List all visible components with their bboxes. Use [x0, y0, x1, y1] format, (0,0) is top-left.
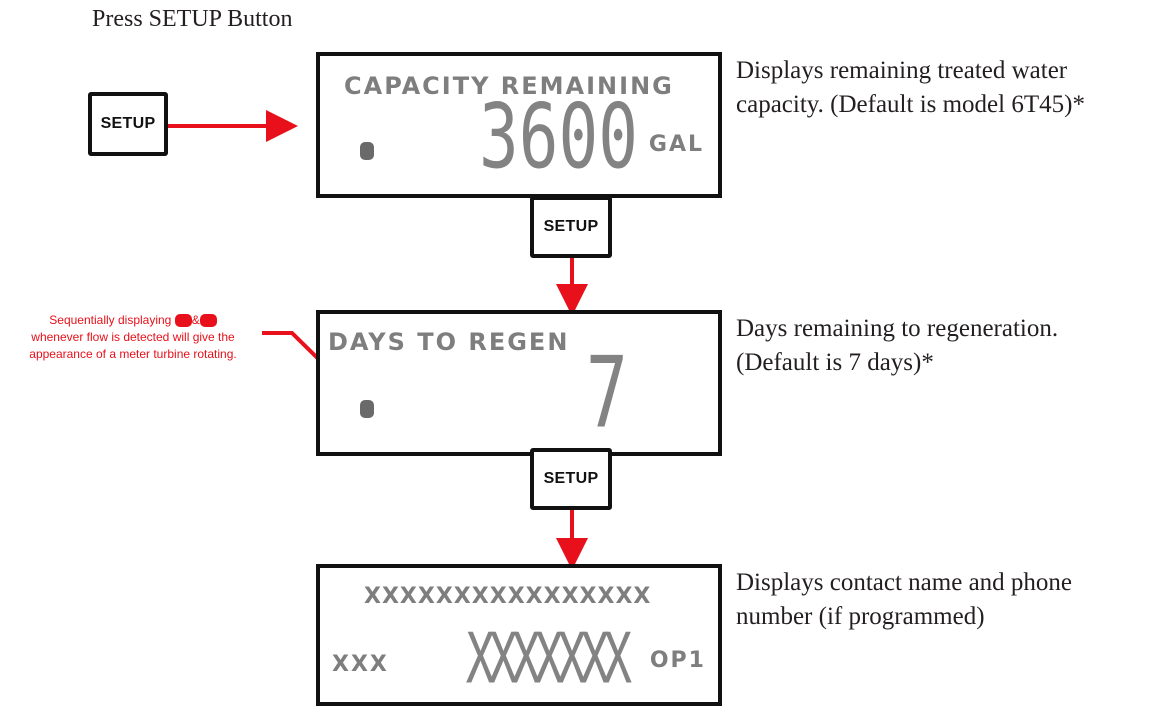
red-segment-icon [199, 314, 217, 328]
setup-button[interactable]: SETUP [530, 196, 612, 258]
lcd-left-text: XXX [332, 652, 389, 677]
lcd-value: 7 [585, 335, 628, 451]
turbine-animation-note: Sequentially displaying & whenever flow … [29, 313, 237, 361]
red-segment-icon [174, 314, 192, 328]
description-contact: Displays contact name and phone number (… [736, 569, 1073, 630]
lcd-top-line: DAYS TO REGEN [328, 328, 570, 356]
setup-button[interactable]: SETUP [530, 448, 612, 510]
lcd-value: 3600 [479, 84, 638, 189]
lcd-screen-capacity: CAPACITY REMAINING 3600 GAL [316, 52, 722, 198]
lcd-top-line: CAPACITY REMAINING [344, 72, 674, 100]
setup-button[interactable]: SETUP [88, 92, 168, 156]
lcd-unit: GAL [648, 132, 704, 157]
lcd-value: XXXXXXX [465, 618, 632, 700]
description-capacity: Displays remaining treated water capacit… [736, 57, 1085, 118]
lcd-unit: OP1 [649, 648, 706, 673]
lcd-screen-contact: XXXXXXXXXXXXXXXX XXX XXXXXXX OP1 [316, 564, 722, 706]
turbine-indicator-icon [360, 142, 374, 160]
description-days-to-regen: Days remaining to regeneration. (Default… [736, 315, 1059, 376]
lcd-top-line: XXXXXXXXXXXXXXXX [364, 584, 652, 609]
turbine-indicator-icon [360, 400, 374, 418]
lcd-screen-days-to-regen: DAYS TO REGEN 7 [316, 310, 722, 456]
page-heading: Press SETUP Button [92, 6, 293, 32]
